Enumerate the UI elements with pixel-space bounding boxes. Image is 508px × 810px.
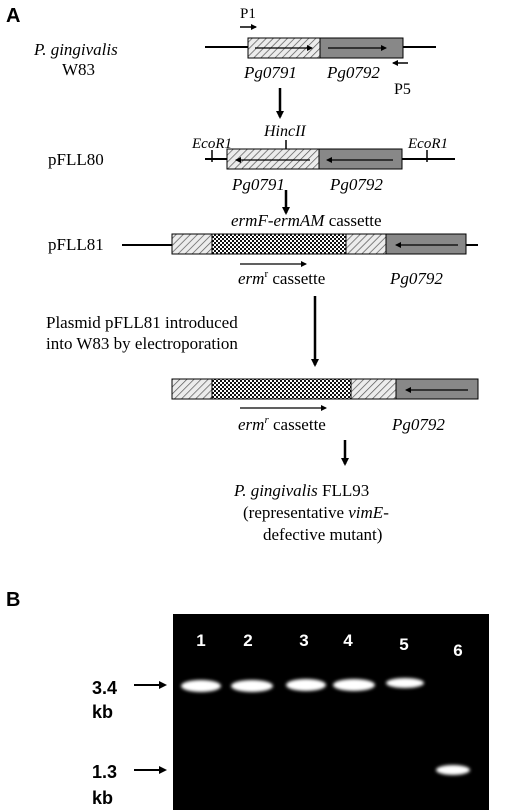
marker-upper-unit: kb <box>92 702 113 722</box>
organism-name: P. gingivalis <box>33 40 118 59</box>
lane-label-4: 4 <box>343 631 353 650</box>
electroporation-line-1: Plasmid pFLL81 introduced <box>46 313 238 332</box>
gel-image <box>173 614 489 810</box>
pfll81-construct: ermF-ermAM cassette pFLL81 ermr cassette… <box>48 211 478 288</box>
pfll81-erm-cassette <box>211 233 347 255</box>
pfll80-gene-0791-box <box>226 148 320 170</box>
cassette-title-word: cassette <box>324 211 381 230</box>
pfll81-flank-right <box>345 233 387 255</box>
mutant-line-2-dash: - <box>383 503 389 522</box>
plasmid-pfll81-label: pFLL81 <box>48 235 104 254</box>
ecor1-right-label: EcoR1 <box>407 136 448 152</box>
erm-cassette-label-row3: ermr cassette <box>238 268 325 288</box>
gene-0792-label-row3: Pg0792 <box>389 269 443 288</box>
erm-superscript: r <box>264 268 268 280</box>
marker-upper-value: 3.4 <box>92 678 117 698</box>
cassette-title: ermF-ermAM cassette <box>231 211 382 230</box>
strain-w83: W83 <box>62 60 95 79</box>
gene-0792-label-row1: Pg0792 <box>326 63 380 82</box>
electroporation-line-2: into W83 by electroporation <box>46 334 238 353</box>
band-lane-4 <box>333 679 375 691</box>
pfll81-gene-0792-box <box>385 233 467 255</box>
erm-superscript-row4: r <box>264 414 269 426</box>
pfll80-gene-0792-box <box>318 148 403 170</box>
pfll81-flank-left <box>171 233 213 255</box>
plasmid-pfll80-label: pFLL80 <box>48 150 104 169</box>
cassette-title-genes: ermF-ermAM <box>231 211 325 230</box>
mutant-gene-0792-box <box>395 378 479 400</box>
lane-label-2: 2 <box>243 631 252 650</box>
erm-cassette-label-row4: ermr cassette <box>238 414 326 434</box>
pfll80-construct: HincII EcoR1 EcoR1 pFLL80 Pg0791 Pg0792 <box>48 123 455 194</box>
erm-gene: erm <box>238 269 264 288</box>
erm-cassette-word: cassette <box>268 269 325 288</box>
mutant-line-3: defective mutant) <box>263 525 382 544</box>
gene-0791-label-row1: Pg0791 <box>243 63 297 82</box>
primer-p5-label: P5 <box>394 81 411 98</box>
lane-label-3: 3 <box>299 631 308 650</box>
band-lane-5 <box>386 678 424 688</box>
band-lane-1 <box>181 680 221 692</box>
mutant-line-1: P. gingivalis FLL93 <box>233 481 369 500</box>
mutant-flank-left <box>171 378 213 400</box>
size-markers: 3.4 kb 1.3 kb <box>92 678 167 808</box>
erm-cassette-word-row4: cassette <box>269 415 326 434</box>
ecor1-left-label: EcoR1 <box>191 136 232 152</box>
gel-bands <box>181 678 470 775</box>
hincii-label: HincII <box>263 123 306 140</box>
primer-p1-label: P1 <box>240 6 256 22</box>
w83-locus: P1 P. gingivalis W83 Pg0791 Pg0792 P5 <box>33 6 436 98</box>
mutant-erm-cassette <box>211 378 352 400</box>
panel-a-label: A <box>6 5 20 27</box>
erm-gene-row4: erm <box>238 415 264 434</box>
gene-0791-label-row2: Pg0791 <box>231 175 285 194</box>
lane-label-5: 5 <box>399 635 408 654</box>
lane-labels: 1 2 3 4 5 6 <box>196 631 462 660</box>
mutant-strain: FLL93 <box>318 481 369 500</box>
mutant-flank-right <box>350 378 397 400</box>
mutant-line-2-prefix: (representative <box>243 503 348 522</box>
lane-label-6: 6 <box>453 641 462 660</box>
band-lane-2 <box>231 680 273 692</box>
lane-label-1: 1 <box>196 631 205 650</box>
mutant-line-2-gene: vimE <box>348 503 384 522</box>
mutant-genus: P. gingivalis <box>233 481 318 500</box>
marker-lower-value: 1.3 <box>92 762 117 782</box>
band-lane-6 <box>436 765 470 775</box>
panel-b-label: B <box>6 589 20 611</box>
gene-0792-label-row2: Pg0792 <box>329 175 383 194</box>
mutant-line-2: (representative vimE- <box>243 503 389 522</box>
mutant-locus: ermr cassette Pg0792 <box>171 378 479 434</box>
band-lane-3 <box>286 679 326 691</box>
marker-lower-unit: kb <box>92 788 113 808</box>
gene-0792-label-row4: Pg0792 <box>391 415 445 434</box>
